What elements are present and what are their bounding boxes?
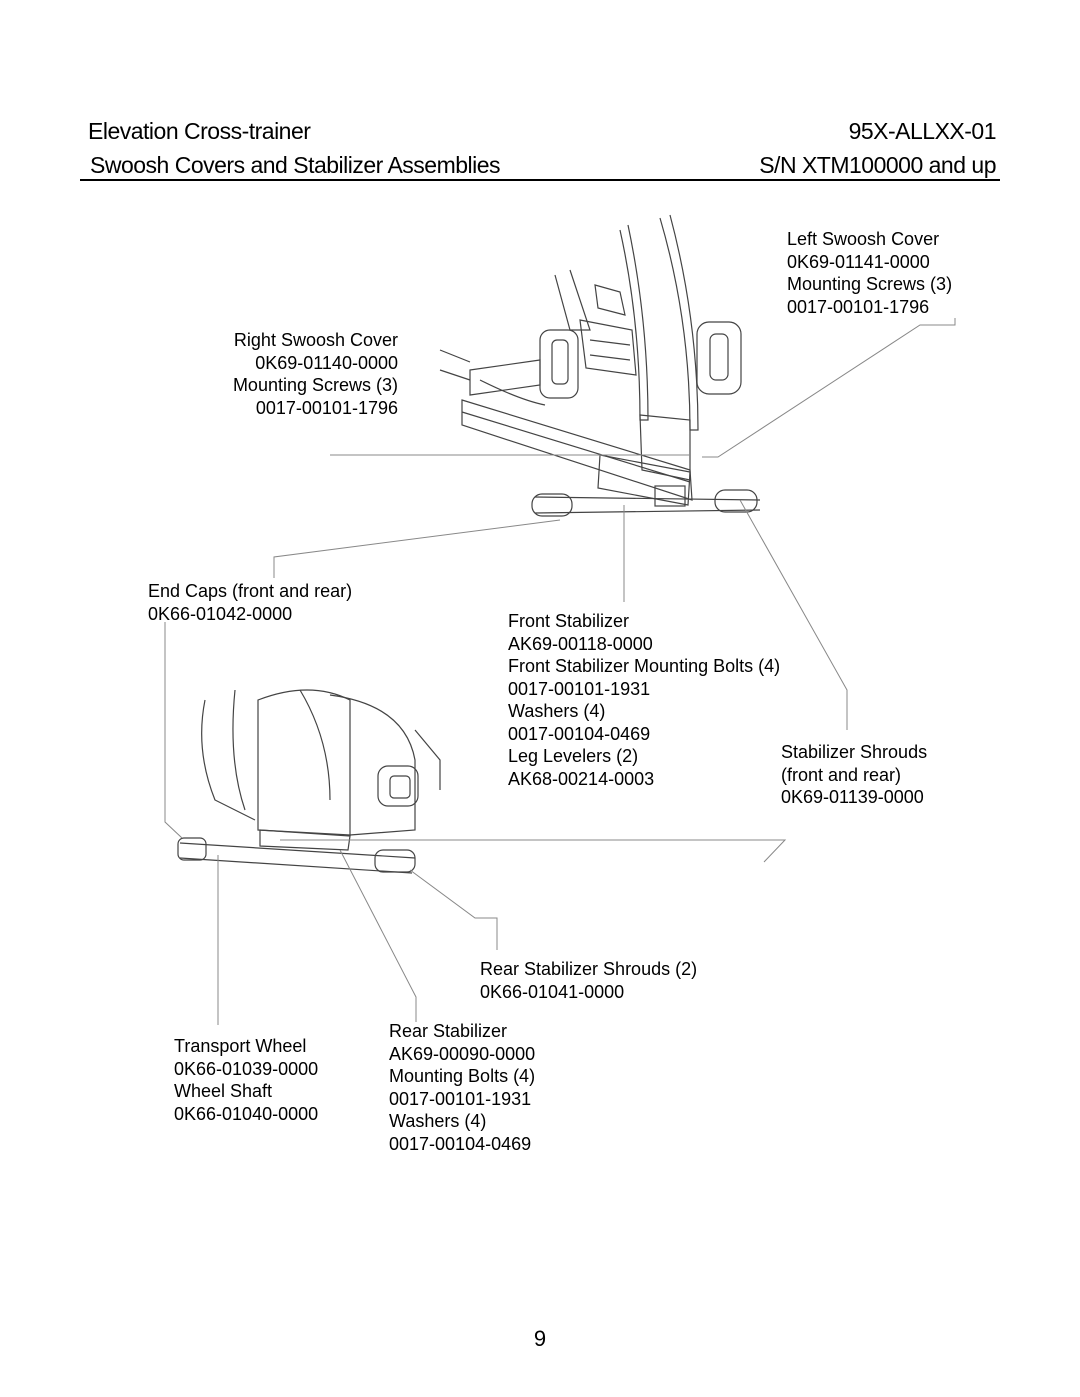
callout-line: AK69-00118-0000 [508, 633, 653, 654]
rear-shrouds-callout: Rear Stabilizer Shrouds (2) 0K66-01041-0… [480, 958, 697, 1003]
page-number: 9 [533, 1326, 547, 1351]
callout-line: Rear Stabilizer Shrouds (2) [480, 959, 698, 979]
rear-stabilizer-callout: Rear Stabilizer AK69-00090-0000 Mounting… [389, 1020, 535, 1155]
document-title: Elevation Cross-trainer [88, 118, 311, 144]
serial-range: S/N XTM100000 and up [759, 152, 996, 178]
callout-line: 0017-00101-1931 [508, 678, 651, 699]
callout-line: 0K66-01042-0000 [148, 603, 293, 624]
header-rule [80, 179, 1000, 181]
callout-line: Left Swoosh Cover [787, 229, 940, 249]
callout-line: Front Stabilizer [508, 611, 630, 631]
callout-line: 0017-00101-1931 [389, 1088, 532, 1109]
callout-line: Stabilizer Shrouds [781, 742, 928, 762]
model-number: 95X-ALLXX-01 [848, 118, 997, 144]
rear-assembly-illustration [177, 689, 441, 874]
callout-line: AK68-00214-0003 [508, 768, 655, 789]
transport-wheel-callout: Transport Wheel 0K66-01039-0000 Wheel Sh… [174, 1035, 318, 1125]
callout-line: Leg Levelers (2) [508, 746, 639, 766]
callout-line: (front and rear) [781, 764, 902, 785]
callout-line: 0K69-01141-0000 [787, 251, 930, 272]
right-swoosh-callout: Right Swoosh Cover 0K69-01140-0000 Mount… [233, 329, 398, 419]
callout-line: Mounting Bolts (4) [389, 1066, 536, 1086]
front-stabilizer-callout: Front Stabilizer AK69-00118-0000 Front S… [508, 610, 780, 790]
callout-line: Rear Stabilizer [389, 1021, 508, 1041]
callout-line: 0K69-01139-0000 [781, 787, 924, 807]
callout-line: 0K66-01039-0000 [174, 1058, 319, 1079]
callout-line: Washers (4) [389, 1111, 487, 1131]
callout-line: Washers (4) [508, 701, 606, 721]
callout-line: Right Swoosh Cover [233, 330, 398, 350]
callout-line: AK69-00090-0000 [389, 1043, 536, 1064]
callout-line: 0K66-01041-0000 [480, 981, 625, 1002]
callout-line: 0017-00104-0469 [389, 1133, 532, 1154]
callout-line: Front Stabilizer Mounting Bolts (4) [508, 656, 781, 676]
callout-line: 0K69-01140-0000 [255, 352, 398, 373]
callout-line: End Caps (front and rear) [148, 581, 353, 601]
left-swoosh-callout: Left Swoosh Cover 0K69-01141-0000 Mounti… [787, 228, 952, 318]
end-caps-callout: End Caps (front and rear) 0K66-01042-000… [148, 580, 352, 625]
callout-line: 0017-00101-1796 [787, 296, 930, 317]
callout-line: Wheel Shaft [174, 1081, 273, 1101]
stabilizer-shrouds-callout: Stabilizer Shrouds (front and rear) 0K69… [781, 741, 927, 809]
callout-line: 0K66-01040-0000 [174, 1103, 319, 1124]
leader-lines [164, 318, 956, 1025]
callout-line: Mounting Screws (3) [232, 375, 398, 395]
callout-line: Mounting Screws (3) [787, 274, 953, 294]
section-title: Swoosh Covers and Stabilizer Assemblies [90, 152, 501, 178]
callout-line: 0017-00104-0469 [508, 723, 651, 744]
front-assembly-illustration [439, 214, 761, 517]
callout-line: 0017-00101-1796 [255, 397, 398, 418]
callout-line: Transport Wheel [174, 1036, 307, 1056]
